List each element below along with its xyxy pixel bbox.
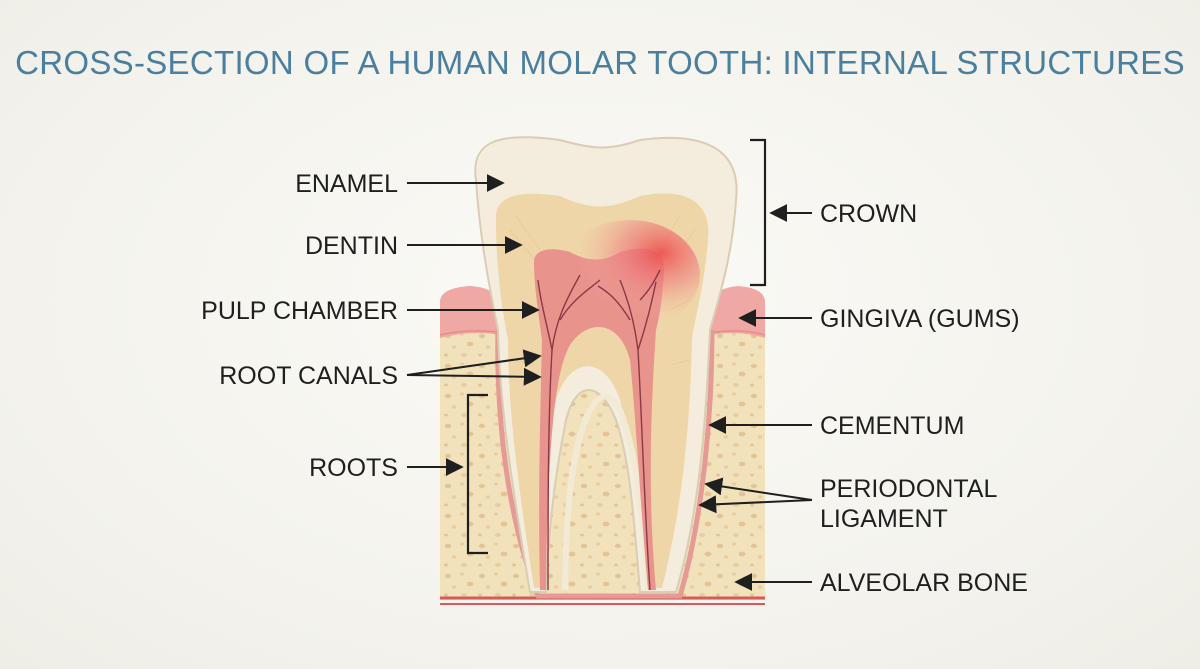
label-crown: CROWN xyxy=(820,200,917,228)
label-periodontal: PERIODONTAL xyxy=(820,475,997,503)
roots-bracket xyxy=(466,393,488,555)
label-enamel: ENAMEL xyxy=(295,170,398,198)
label-gingiva: GINGIVA (GUMS) xyxy=(820,305,1020,333)
label-dentin: DENTIN xyxy=(305,232,398,260)
label-ligament: LIGAMENT xyxy=(820,505,948,533)
crown-bracket xyxy=(750,138,767,287)
leader-arrows-left xyxy=(406,174,542,476)
page-title: CROSS-SECTION OF A HUMAN MOLAR TOOTH: IN… xyxy=(15,44,1185,81)
leader-arrows-right xyxy=(698,204,813,591)
label-cementum: CEMENTUM xyxy=(820,412,964,440)
label-alveolar-bone: ALVEOLAR BONE xyxy=(820,569,1028,597)
label-pulp-chamber: PULP CHAMBER xyxy=(201,297,398,325)
pulp-chamber xyxy=(534,248,665,590)
label-root-canals: ROOT CANALS xyxy=(219,362,398,390)
cementum xyxy=(562,393,651,591)
label-roots: ROOTS xyxy=(309,454,398,482)
nerves xyxy=(537,269,661,591)
pulp-inflammation xyxy=(560,220,700,330)
